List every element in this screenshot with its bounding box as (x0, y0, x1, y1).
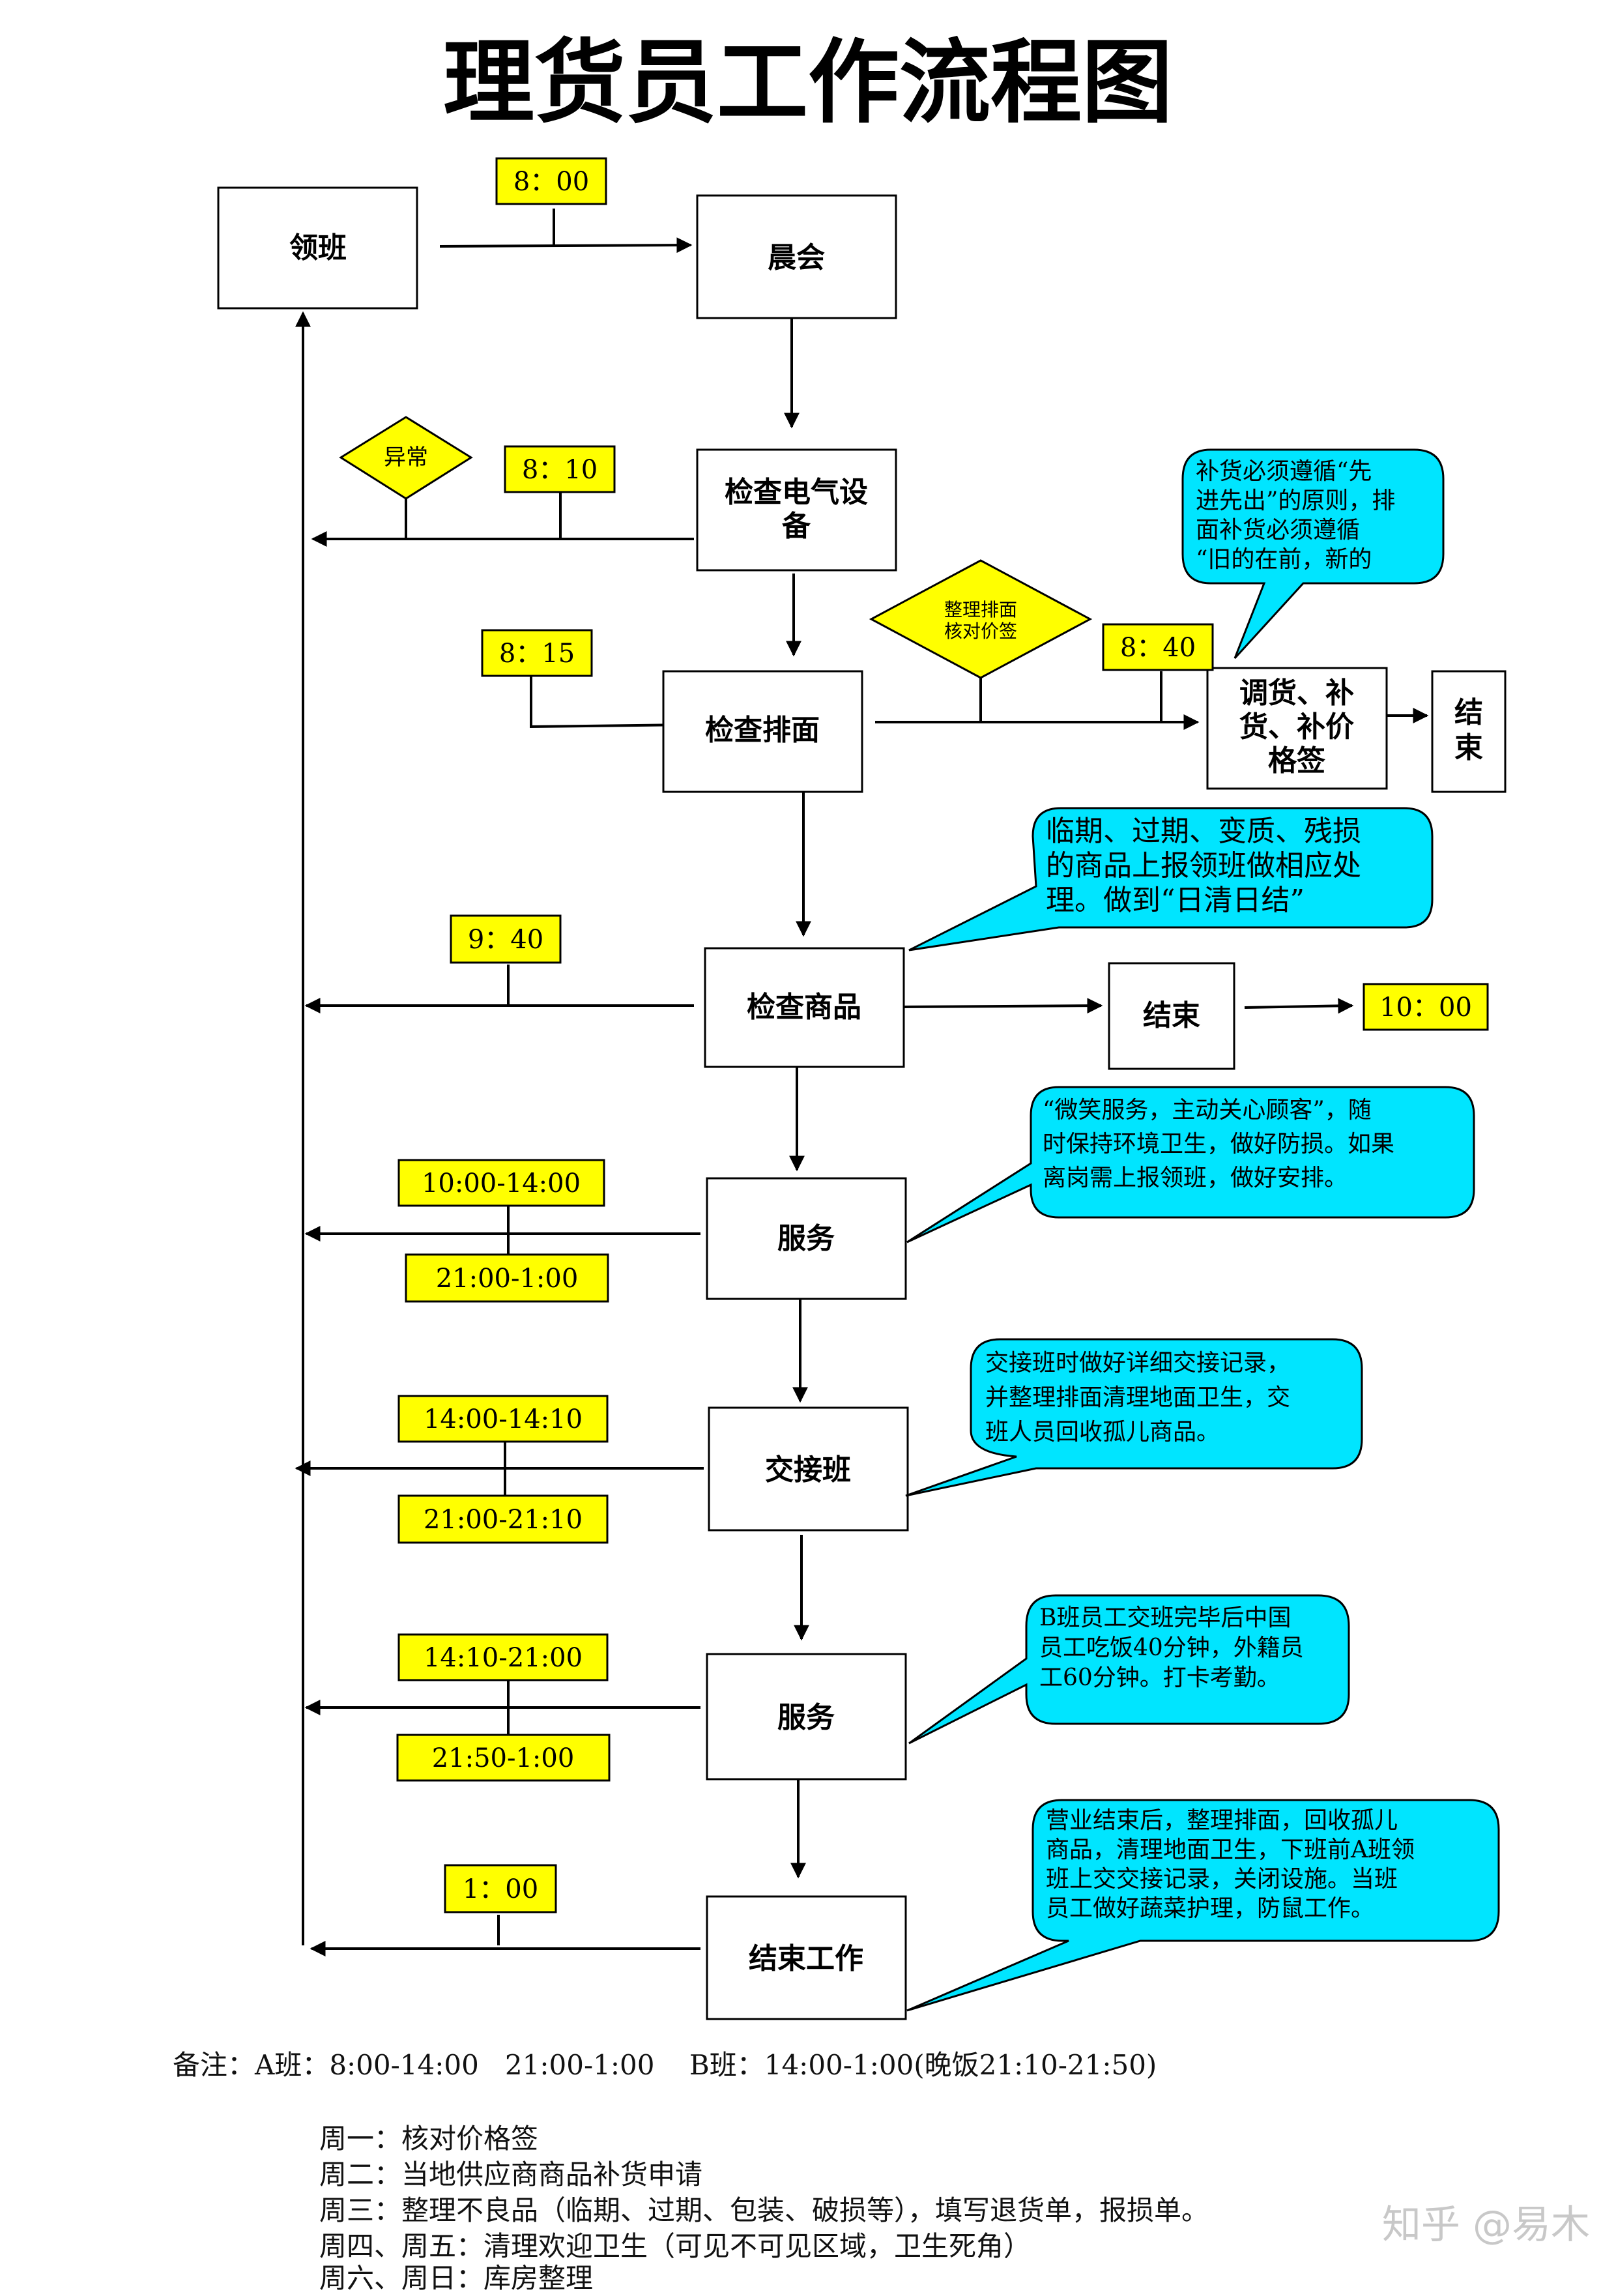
decision-zhengli (869, 559, 1093, 679)
decision-yichang (339, 416, 473, 500)
label-end2: 结束 (1143, 999, 1200, 1032)
label-tiaohuo-1: 调货、补 (1239, 676, 1354, 710)
callout-c1 (1181, 448, 1445, 660)
time-box-s1a (397, 1159, 605, 1207)
footer-tuesday: 周二：当地供应商商品补货申请 (319, 2158, 703, 2190)
box-end2 (1108, 962, 1235, 1070)
c2-line-2: 的商品上报领班做相应处 (1046, 849, 1361, 882)
callout-c6 (906, 1799, 1500, 2012)
label-jiancha-dianqi-1: 检查电气设 (725, 476, 868, 509)
c2-line-3: 理。做到“日清日结” (1046, 884, 1305, 917)
time-box-s2a (397, 1395, 609, 1443)
time-s2b: 21:00-21:10 (424, 1505, 583, 1535)
arrow-lingban-chenhui (439, 237, 693, 254)
box-tiaohuo (1206, 667, 1388, 790)
label-fuwu2: 服务 (777, 1701, 835, 1734)
box-fuwu2 (706, 1653, 907, 1780)
label-jiancha-shangpin: 检查商品 (747, 991, 861, 1024)
time-815: 8：15 (499, 639, 575, 669)
time-s3b: 21:50-1:00 (432, 1743, 575, 1773)
c6-line-1: 营业结束后，整理排面，回收孤儿 (1046, 1807, 1398, 1834)
time-box-100 (444, 1864, 557, 1913)
page-title: 理货员工作流程图 (443, 30, 1173, 136)
footer-sat-sun: 周六、周日：库房整理 (319, 2262, 594, 2294)
time-box-s3b (396, 1734, 611, 1782)
time-800: 8：00 (513, 167, 589, 197)
time-840: 8：40 (1120, 633, 1196, 663)
c1-line-4: “旧的在前，新的 (1196, 546, 1372, 573)
callout-c3 (906, 1086, 1475, 1243)
label-tiaohuo-3: 格签 (1268, 744, 1325, 777)
callout-c4 (905, 1338, 1363, 1497)
arrow-end-1000 (1244, 998, 1354, 1014)
box-end1 (1431, 670, 1507, 793)
time-box-1000 (1363, 983, 1489, 1031)
c3-line-2: 时保持环境卫生，做好防损。如果 (1043, 1131, 1394, 1157)
time-box-800 (495, 157, 607, 205)
time-810: 8：10 (522, 455, 598, 485)
c4-line-2: 并整理排面清理地面卫生，交 (985, 1384, 1290, 1411)
label-tiaohuo-2: 货、补价 (1239, 710, 1354, 744)
label-yichang: 异常 (384, 444, 428, 471)
time-box-810 (504, 445, 616, 493)
c1-line-1: 补货必须遵循“先 (1196, 458, 1372, 485)
footer-wednesday: 周三：整理不良品（临期、过期、包装、破损等），填写退货单，报损单。 (319, 2194, 1209, 2226)
time-s1a: 10:00-14:00 (422, 1169, 581, 1199)
c5-line-2: 员工吃饭40分钟，外籍员 (1039, 1635, 1304, 1661)
c3-line-1: “微笑服务，主动关心顾客”，随 (1043, 1097, 1372, 1124)
c6-line-4: 员工做好蔬菜护理，防鼠工作。 (1046, 1895, 1374, 1922)
callout-c2 (908, 807, 1434, 952)
label-end1-1: 结 (1454, 696, 1483, 729)
time-box-840 (1102, 623, 1214, 671)
time-1000: 10：00 (1379, 993, 1472, 1023)
c1-line-3: 面补货必须遵循 (1196, 517, 1360, 544)
box-jieshu-gongzuo (706, 1895, 907, 2020)
time-s1b: 21:00-1:00 (436, 1264, 579, 1294)
callout-c5 (908, 1594, 1350, 1745)
c3-line-3: 离岗需上报领班，做好安排。 (1043, 1165, 1348, 1191)
label-jieshu-gongzuo: 结束工作 (749, 1942, 863, 1975)
label-zhengli-1: 整理排面 (944, 599, 1017, 620)
label-jiancha-paimian: 检查排面 (705, 714, 820, 747)
box-jiancha-shangpin (704, 947, 905, 1068)
c5-line-3: 工60分钟。打卡考勤。 (1039, 1664, 1280, 1691)
c4-line-1: 交接班时做好详细交接记录， (985, 1350, 1290, 1376)
time-box-s3a (397, 1633, 609, 1681)
box-jiancha-dianqi (696, 448, 897, 572)
c5-line-1: B班员工交班完毕后中国 (1039, 1605, 1291, 1631)
time-940: 9：40 (468, 925, 543, 955)
label-jiaojieban: 交接班 (765, 1453, 851, 1487)
time-s3a: 14:10-21:00 (424, 1643, 583, 1673)
footer-remark: 备注：A班：8:00-14:00 21:00-1:00 B班：14:00-1:0… (173, 2049, 1157, 2081)
connector-815 (530, 676, 691, 729)
c6-line-2: 商品，清理地面卫生，下班前A班领 (1046, 1837, 1415, 1863)
box-lingban (217, 186, 418, 310)
time-box-s1b (405, 1253, 609, 1303)
time-100: 1：00 (463, 1874, 538, 1904)
box-jiancha-paimian (662, 670, 863, 793)
label-chenhui: 晨会 (768, 241, 825, 274)
c4-line-3: 班人员回收孤儿商品。 (985, 1419, 1220, 1446)
c2-line-1: 临期、过期、变质、残损 (1046, 815, 1361, 848)
box-chenhui (696, 194, 897, 319)
arrow-shangpin-end (902, 998, 1103, 1014)
watermark: 知乎 @易木 (1381, 2202, 1590, 2248)
time-box-815 (481, 629, 593, 677)
c1-line-2: 进先出”的原则，排 (1196, 487, 1395, 514)
c6-line-3: 班上交交接记录，关闭设施。当班 (1046, 1866, 1398, 1893)
footer-monday: 周一：核对价格签 (319, 2123, 539, 2155)
box-fuwu1 (706, 1177, 907, 1300)
footer-thu-fri: 周四、周五：清理欢迎卫生（可见不可见区域，卫生死角） (319, 2230, 1032, 2262)
time-box-s2b (397, 1494, 609, 1544)
box-jiaojieban (708, 1406, 909, 1532)
time-s2a: 14:00-14:10 (424, 1404, 583, 1434)
label-lingban: 领班 (289, 231, 347, 265)
label-jiancha-dianqi-2: 备 (782, 510, 811, 543)
label-fuwu1: 服务 (777, 1222, 835, 1255)
label-zhengli-2: 核对价签 (944, 620, 1017, 642)
time-box-940 (450, 914, 562, 964)
label-end1-2: 束 (1454, 731, 1483, 764)
